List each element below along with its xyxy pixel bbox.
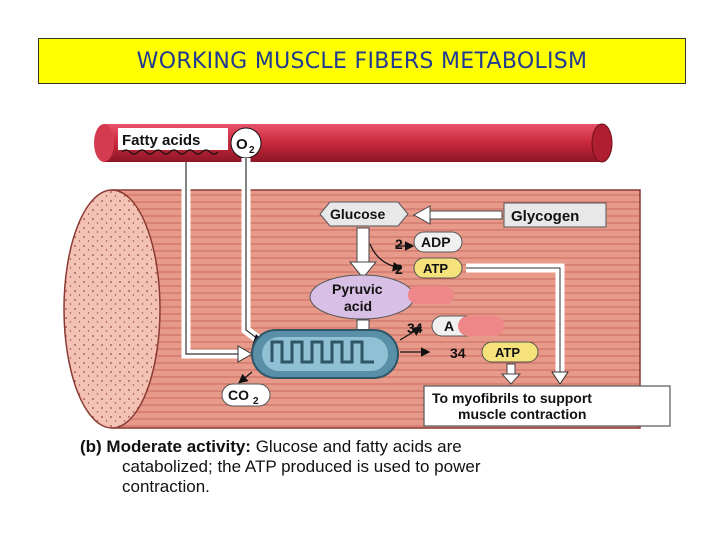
fatty-acid-squiggle bbox=[121, 149, 219, 155]
adp-count: 2 bbox=[395, 236, 403, 252]
fiber-cross-section bbox=[63, 189, 161, 429]
caption-line1: Glucose and fatty acids are bbox=[251, 437, 462, 456]
caption: (b) Moderate activity: Glucose and fatty… bbox=[80, 437, 481, 496]
atp34-label: ATP bbox=[495, 345, 520, 360]
atp-pill-2: 2 ATP bbox=[395, 257, 463, 279]
co2-label: CO bbox=[228, 387, 249, 403]
co2-subscript: 2 bbox=[253, 396, 259, 407]
atp34-down-arrow bbox=[500, 363, 522, 385]
page-title: WORKING MUSCLE FIBERS METABOLISM bbox=[136, 48, 588, 74]
adp-to-atp-arrow bbox=[369, 243, 403, 272]
a34-label: A bbox=[444, 318, 454, 334]
pyruvic-acid: Pyruvic acid bbox=[309, 274, 454, 320]
oxygen-subscript: 2 bbox=[249, 145, 255, 156]
pyruvic-label-2: acid bbox=[344, 298, 372, 314]
blood-vessel: Fatty acids O 2 bbox=[94, 123, 613, 163]
mito-to-a34-arrow bbox=[399, 326, 423, 341]
atp-label-2: ATP bbox=[423, 261, 448, 276]
co2-group: CO 2 bbox=[221, 371, 271, 407]
myofibrils-label-2: muscle contraction bbox=[458, 406, 586, 422]
redaction-blob-2 bbox=[458, 316, 504, 336]
adp-label: ADP bbox=[421, 234, 451, 250]
atp-to-myofibrils-arrow bbox=[466, 263, 569, 385]
glucose-to-pyruvic-arrow bbox=[348, 227, 378, 279]
pyruvic-label-1: Pyruvic bbox=[332, 281, 383, 297]
atp-count-2: 2 bbox=[395, 261, 403, 277]
atp-pill-34: 34 ATP bbox=[450, 341, 539, 363]
myofibrils-box: To myofibrils to support muscle contract… bbox=[423, 385, 671, 427]
redaction-blob-1 bbox=[408, 286, 454, 304]
a34-count: 34 bbox=[407, 320, 423, 336]
glycogen-label: Glycogen bbox=[511, 208, 579, 225]
caption-line2: catabolized; the ATP produced is used to… bbox=[122, 457, 481, 476]
caption-prefix: (b) Moderate activity: bbox=[80, 437, 251, 456]
glucose-label: Glucose bbox=[330, 206, 385, 222]
fatty-acids-label: Fatty acids bbox=[122, 132, 200, 149]
svg-text:(b) Moderate activity: Glucose: (b) Moderate activity: Glucose and fatty… bbox=[80, 437, 462, 456]
atp34-count: 34 bbox=[450, 345, 466, 361]
fatty-acid-arrow bbox=[181, 162, 254, 363]
oxygen-label: O bbox=[236, 136, 248, 153]
caption-line3: contraction. bbox=[122, 477, 210, 496]
a34-pill: 34 A bbox=[407, 315, 504, 337]
glycogen-box: Glycogen bbox=[503, 202, 607, 228]
title-banner: WORKING MUSCLE FIBERS METABOLISM bbox=[38, 38, 686, 84]
myofibrils-label-1: To myofibrils to support bbox=[432, 390, 592, 406]
adp-pill: 2 ADP bbox=[395, 231, 463, 253]
glucose-shape: Glucose bbox=[319, 201, 409, 227]
mitochondrion bbox=[251, 329, 399, 379]
